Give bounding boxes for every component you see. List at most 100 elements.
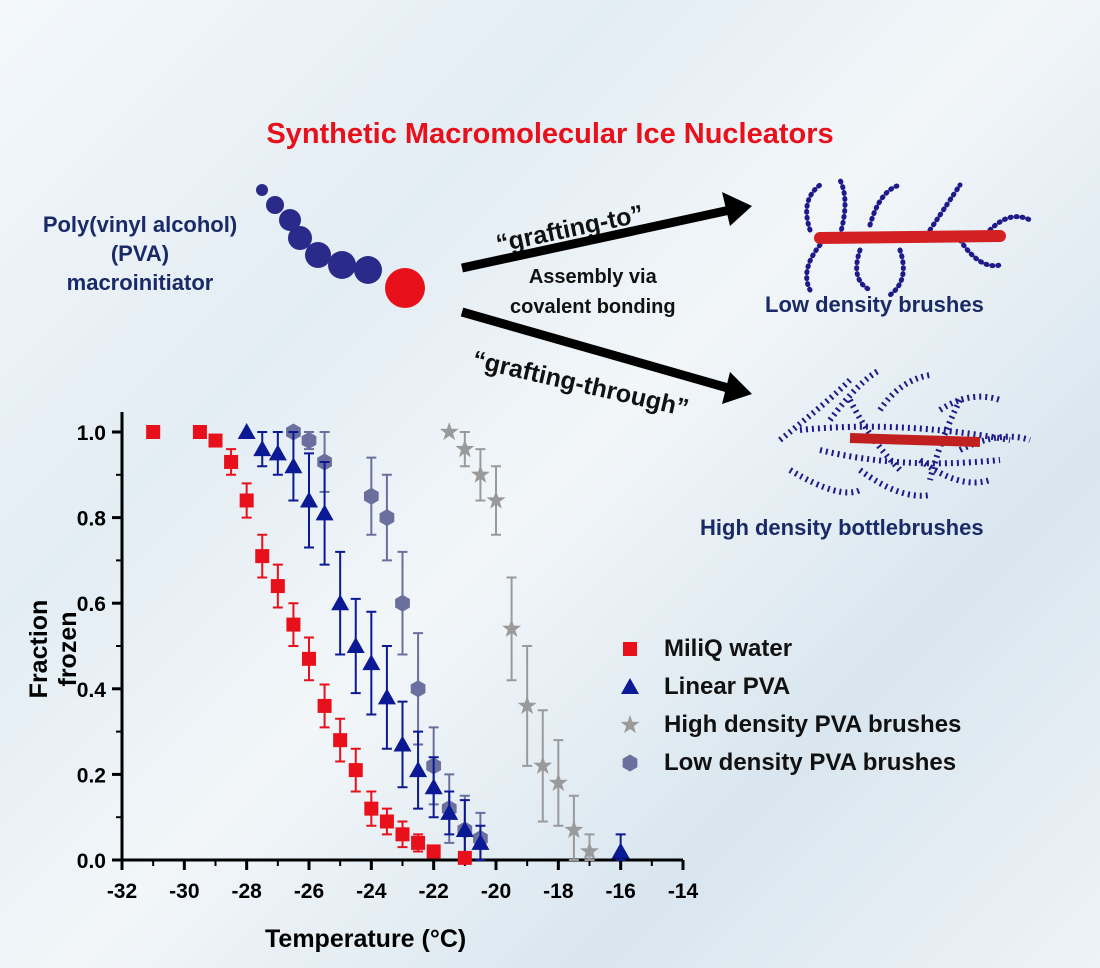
data-point bbox=[224, 454, 239, 469]
data-point bbox=[192, 425, 207, 439]
data-point bbox=[348, 763, 363, 778]
data-point bbox=[364, 801, 379, 816]
data-point bbox=[395, 594, 410, 612]
x-tick-label: -30 bbox=[169, 880, 199, 903]
data-point bbox=[284, 457, 303, 474]
data-point bbox=[331, 594, 350, 611]
data-point bbox=[517, 695, 537, 715]
high-density-label: High density bottlebrushes bbox=[700, 515, 984, 540]
high-density-brush-illustration bbox=[778, 367, 1031, 499]
data-point bbox=[426, 844, 441, 859]
legend-label: Linear PVA bbox=[664, 673, 791, 700]
legend-label: MiliQ water bbox=[664, 635, 793, 662]
data-point bbox=[471, 833, 490, 850]
x-tick-label: -16 bbox=[605, 880, 635, 903]
x-tick-label: -26 bbox=[294, 880, 324, 903]
x-tick-label: -22 bbox=[418, 880, 448, 903]
arrows bbox=[460, 192, 752, 404]
data-point bbox=[410, 680, 426, 698]
series-linear-pva bbox=[237, 423, 630, 861]
data-point bbox=[455, 821, 474, 838]
y-axis-label: Fraction frozen bbox=[25, 599, 82, 699]
pva-label: Poly(vinyl alcohol) (PVA) macroinitiator bbox=[42, 212, 238, 295]
assembly-label: Assembly via covalent bonding bbox=[510, 262, 676, 322]
legend-marker-square-icon bbox=[623, 642, 637, 656]
assembly-line1: Assembly via bbox=[528, 266, 657, 288]
legend-label: High density PVA brushes bbox=[664, 711, 962, 738]
data-point bbox=[548, 772, 568, 792]
data-point bbox=[239, 493, 254, 508]
y-tick-label: 0.6 bbox=[77, 593, 106, 616]
x-tick-label: -18 bbox=[543, 880, 574, 903]
data-point bbox=[270, 579, 285, 594]
data-point bbox=[208, 433, 223, 448]
series-high-density-pva-brushes bbox=[439, 422, 600, 861]
y-tick-label: 0.4 bbox=[77, 679, 107, 702]
legend-marker bbox=[623, 642, 637, 656]
low-density-brush-illustration bbox=[804, 177, 1033, 298]
data-point bbox=[146, 425, 161, 439]
x-axis-label: Temperature (°C) bbox=[265, 925, 467, 953]
legend-marker bbox=[621, 678, 639, 694]
figure-title: Synthetic Macromolecular Ice Nucleators bbox=[266, 118, 834, 150]
data-point bbox=[411, 835, 426, 850]
data-point bbox=[393, 735, 412, 752]
data-point bbox=[611, 842, 630, 859]
data-point bbox=[395, 827, 410, 842]
data-point bbox=[409, 761, 428, 778]
series-miliq-water bbox=[146, 425, 472, 865]
assembly-line2: covalent bonding bbox=[510, 296, 676, 318]
legend-marker bbox=[620, 715, 640, 734]
data-point bbox=[377, 688, 396, 705]
x-tick-label: -32 bbox=[107, 880, 137, 903]
data-point bbox=[440, 803, 459, 820]
legend-marker-hexagon-icon bbox=[622, 754, 638, 772]
y-tick-label: 0.2 bbox=[77, 764, 106, 787]
pva-chain-illustration bbox=[256, 184, 425, 308]
legend-item: Low density PVA brushes bbox=[618, 744, 961, 782]
data-point bbox=[268, 444, 287, 461]
legend-marker bbox=[622, 754, 638, 772]
data-point bbox=[346, 637, 365, 653]
y-tick-label: 0.8 bbox=[77, 508, 107, 531]
x-tick-label: -20 bbox=[481, 880, 511, 903]
legend-item: MiliQ water bbox=[618, 630, 961, 668]
legend-item: High density PVA brushes bbox=[618, 706, 961, 744]
data-point bbox=[302, 651, 316, 666]
data-point bbox=[286, 617, 301, 632]
x-tick-label: -24 bbox=[356, 880, 387, 903]
x-tick-label: -14 bbox=[668, 880, 699, 903]
data-point bbox=[363, 487, 379, 505]
low-density-label: Low density brushes bbox=[765, 292, 984, 317]
data-point bbox=[379, 814, 394, 829]
data-point bbox=[362, 654, 381, 671]
data-point bbox=[237, 423, 256, 439]
data-point bbox=[255, 549, 270, 564]
data-point bbox=[486, 490, 506, 509]
data-point bbox=[502, 618, 522, 637]
data-point bbox=[455, 439, 475, 458]
x-tick-label: -28 bbox=[231, 880, 262, 903]
data-point bbox=[457, 850, 472, 865]
legend-marker-star-icon bbox=[620, 715, 640, 734]
legend-item: Linear PVA bbox=[618, 668, 961, 706]
data-point bbox=[315, 504, 334, 521]
data-point bbox=[424, 778, 443, 795]
data-point bbox=[300, 491, 318, 508]
data-point bbox=[379, 509, 395, 527]
data-point bbox=[470, 464, 490, 483]
legend-label: Low density PVA brushes bbox=[664, 749, 957, 776]
legend-marker-triangle-icon bbox=[621, 678, 639, 694]
data-point bbox=[439, 422, 459, 441]
data-point bbox=[333, 733, 348, 748]
y-tick-label: 0.0 bbox=[77, 850, 106, 873]
data-point bbox=[533, 755, 553, 774]
data-point bbox=[253, 440, 272, 457]
data-point bbox=[579, 841, 600, 860]
data-point bbox=[564, 820, 584, 839]
series-low-density-pva-brushes bbox=[286, 423, 488, 861]
data-point bbox=[301, 432, 317, 450]
